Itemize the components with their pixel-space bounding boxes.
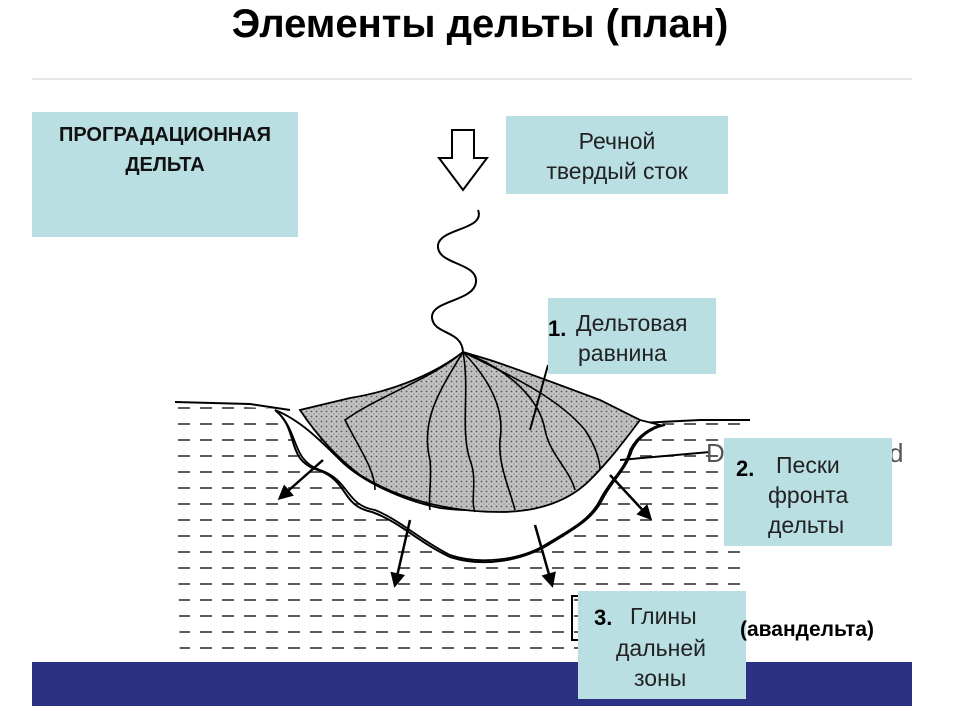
partial-letter-left: D [706, 438, 725, 468]
sediment-input-arrow [437, 129, 489, 192]
progradational-line-2: ДЕЛЬТА [125, 154, 205, 176]
prodelta-clays-number: 3. [594, 605, 613, 630]
partial-letter-right: d [889, 438, 904, 468]
dispersal-arrows [277, 459, 653, 588]
river-load-label: Речной твердый сток [506, 116, 728, 194]
delta-plain-area [298, 351, 642, 513]
delta-front-sands [274, 409, 664, 562]
prodelta-clays-line-3: зоны [634, 665, 687, 691]
delta-front-line-2: фронта [768, 482, 849, 508]
river-channel [430, 209, 480, 353]
leader-lines [529, 364, 711, 641]
shoreline [174, 401, 750, 424]
prodelta-label: (авандельта) [740, 618, 875, 641]
delta-plain-line-2: равнина [578, 340, 667, 366]
delta-plain-number: 1. [548, 316, 567, 341]
delta-front-line-3: дельты [768, 512, 845, 538]
progradational-delta-label: ПРОГРАДАЦИОННАЯ ДЕЛЬТА [32, 112, 298, 237]
delta-front-outline [274, 409, 666, 564]
prodelta-clays-line-2: дальней [616, 635, 706, 661]
delta-front-line-1: Пески [776, 452, 840, 478]
delta-plain-line-1: Дельтовая [576, 310, 688, 336]
prodelta-clays-label: 3. Глины дальней зоны [578, 591, 746, 699]
delta-front-number: 2. [736, 456, 755, 481]
footer-bar [32, 662, 912, 706]
prodelta-clays-line-1: Глины [630, 603, 697, 629]
river-load-line-2: твердый сток [546, 158, 688, 184]
river-load-line-1: Речной [578, 128, 656, 154]
distributary-channels [343, 351, 601, 513]
delta-front-label: 2. Пески фронта дельты [724, 438, 892, 546]
progradational-line-1: ПРОГРАДАЦИОННАЯ [58, 124, 272, 146]
page-title: Элементы дельты (план) [231, 2, 729, 46]
delta-plain-label: 1. Дельтовая равнина [548, 298, 716, 374]
